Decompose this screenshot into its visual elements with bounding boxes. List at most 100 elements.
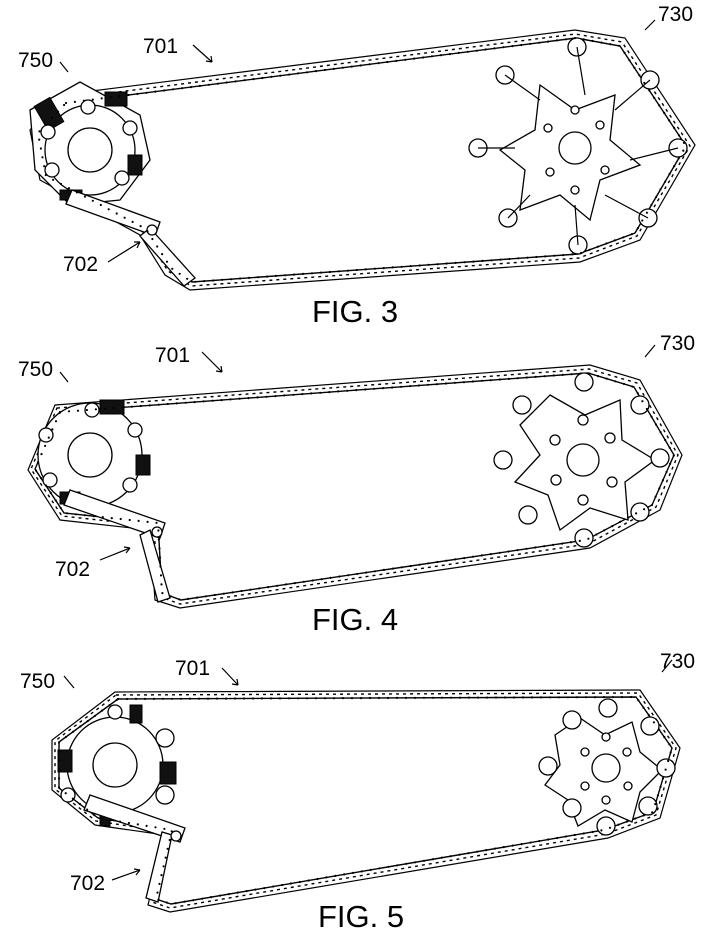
chain-link-pin — [595, 533, 598, 536]
chain-link-pin — [669, 751, 672, 754]
chain-link-pin — [139, 225, 142, 228]
chain-link-pin — [560, 542, 564, 545]
label-750: 750 — [20, 670, 55, 693]
label-701: 701 — [143, 35, 178, 58]
chain-link-pin — [169, 595, 172, 598]
chain-link-pin — [341, 697, 345, 700]
chain-link-pin — [234, 80, 237, 83]
chain-link-pin — [643, 508, 646, 511]
chain-link-pin — [642, 814, 645, 817]
chain-link-pin — [281, 883, 284, 887]
chain-link-pin — [648, 89, 651, 92]
chain-link-pin — [263, 887, 266, 890]
chain-link-pin — [158, 556, 162, 559]
chain-link-pin — [521, 696, 525, 699]
chain-link-pin — [213, 593, 216, 597]
chain-link-pin — [288, 73, 291, 76]
chain-link-pin — [238, 397, 241, 400]
chain-link-pin — [202, 400, 205, 403]
chain-link-pin — [306, 71, 309, 74]
chain-link-pin — [123, 216, 126, 219]
chain-link-pin — [115, 212, 118, 215]
chain-link-pin — [334, 874, 337, 878]
chain-link-pin — [430, 55, 434, 58]
chain-link-pin — [466, 50, 469, 53]
chain-link-pin — [667, 759, 670, 763]
chain-link-pin — [181, 87, 184, 90]
chain-link-pin — [103, 407, 106, 410]
chain-link-pin — [365, 571, 368, 574]
chain-link-pin — [631, 385, 634, 388]
chain-link-pin — [553, 254, 556, 257]
chain-link-pin — [436, 263, 439, 266]
chain-link-pin — [47, 436, 50, 439]
leader-lines — [59, 19, 656, 263]
chain-link-pin — [582, 832, 585, 835]
chain-link-pin — [101, 516, 104, 519]
chain-link-pin — [127, 93, 130, 97]
chain-link-pin — [136, 823, 139, 826]
chain-link-pin — [125, 697, 129, 701]
chain-link-pin — [377, 696, 381, 700]
chain-link-pin — [159, 565, 162, 568]
chain-link-pin — [547, 838, 550, 841]
chain-link-pin — [650, 503, 654, 507]
chain-link-pin — [319, 271, 322, 274]
chain-link-pin — [302, 580, 305, 583]
chain-link-pin — [613, 239, 616, 242]
chain-link-pin — [270, 75, 273, 78]
chain-link-pin — [622, 382, 626, 385]
chain-link-pin — [436, 560, 439, 564]
chain-link-pin — [43, 165, 46, 168]
chain-link-pin — [93, 714, 97, 717]
chain-link-pin — [82, 99, 85, 102]
chain-link-pin — [44, 173, 47, 177]
chain-link-pin — [136, 92, 139, 95]
chain-link-pin — [355, 268, 358, 272]
chain-link-pin — [480, 379, 483, 382]
chain-link-pin — [325, 876, 328, 879]
chain-link-pin — [296, 697, 300, 700]
chain-link-pin — [251, 697, 255, 700]
chain-link-pin — [110, 819, 113, 822]
chain-link-pin — [448, 53, 451, 56]
chain-link-pin — [274, 274, 278, 277]
chain-link-pin — [654, 495, 657, 498]
chain-link-pin — [529, 841, 532, 844]
chain-link-pin — [463, 261, 466, 264]
chain-link-pin — [548, 696, 552, 699]
chain-link-pin — [414, 861, 417, 864]
chain-link-pin — [289, 882, 292, 885]
chain-link-pin — [378, 867, 381, 870]
chain-link-pin — [128, 518, 131, 522]
chain-link-pin — [668, 743, 671, 746]
chain-link-pin — [272, 885, 275, 888]
chain-link-pin — [152, 697, 156, 701]
chain-link-pin — [647, 713, 650, 717]
figure-3: 701 750 730 702 FIG. 3 — [18, 3, 696, 329]
chain-link-pin — [611, 696, 615, 699]
chain-link-pin — [92, 515, 95, 518]
chain-link-pin — [350, 697, 354, 700]
chain-link-pin — [665, 470, 668, 474]
arm-702 — [65, 189, 196, 287]
chain-link-pin — [67, 410, 71, 413]
chain-link-pin — [659, 188, 662, 191]
chain-link-pin — [458, 853, 461, 856]
chain-link-pin — [332, 67, 335, 70]
chain-link-pin — [165, 260, 169, 263]
chain-link-pin — [520, 843, 523, 846]
chain-link-pin — [143, 697, 147, 701]
chain-link-pin — [641, 400, 644, 403]
chain-link-pin — [561, 373, 564, 376]
chain-link-pin — [57, 777, 61, 780]
chain-link-pin — [643, 81, 646, 84]
chain-link-pin — [195, 596, 199, 599]
chain-link-pin — [373, 570, 377, 573]
chain-link-pin — [395, 696, 399, 700]
chain-link-pin — [86, 720, 89, 723]
chain-link-pin — [257, 276, 260, 279]
chain-link-pin — [418, 264, 421, 267]
chain-link-pin — [629, 695, 633, 699]
chain-link-pin — [305, 697, 309, 700]
